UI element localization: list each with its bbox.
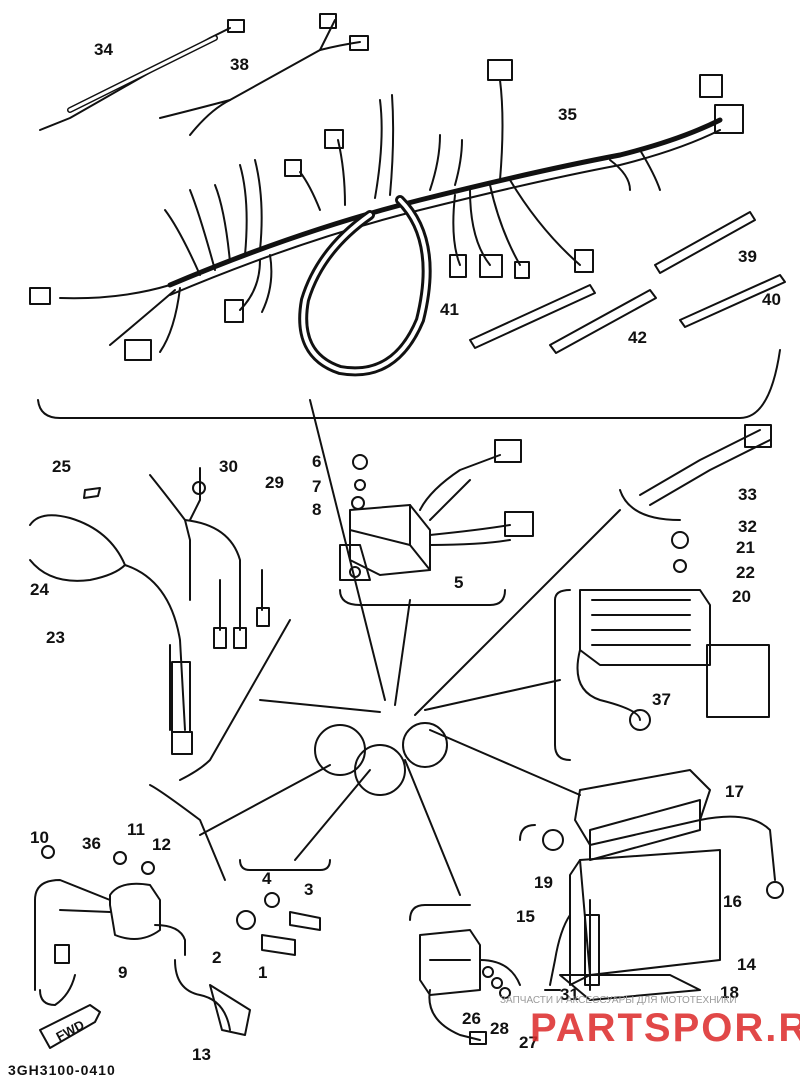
- lead-wire-34: [39, 19, 245, 131]
- cable-ties: [469, 211, 786, 354]
- battery-14: [519, 769, 784, 1001]
- callout-29: 29: [265, 473, 284, 492]
- callout-25: 25: [52, 457, 71, 476]
- callout-20: 20: [732, 587, 751, 606]
- igniter-unit-5: [339, 439, 534, 606]
- fwd-arrow: [39, 1004, 101, 1049]
- callout-13: 13: [192, 1045, 211, 1064]
- callout-19: 19: [534, 873, 553, 892]
- callout-2: 2: [212, 948, 221, 967]
- callout-16: 16: [723, 892, 742, 911]
- starter-relay-9: [34, 784, 251, 1036]
- callout-18: 18: [720, 983, 739, 1002]
- callout-labels: 34 38 35 39 41 40 42 25 30 29 6 7 8 5 33…: [30, 40, 781, 1064]
- callout-34: 34: [94, 40, 113, 59]
- callout-3: 3: [304, 880, 313, 899]
- sub-harness-29: [149, 467, 291, 781]
- starter-relay-26: [409, 904, 521, 1045]
- watermark-tagline: ЗАПЧАСТИ И АКСЕССУАРЫ ДЛЯ МОТОТЕХНИКИ: [500, 995, 737, 1006]
- callout-37: 37: [652, 690, 671, 709]
- callout-22: 22: [736, 563, 755, 582]
- callout-31: 31: [560, 985, 579, 1004]
- callout-17: 17: [725, 782, 744, 801]
- callout-4: 4: [262, 869, 272, 888]
- callout-42: 42: [628, 328, 647, 347]
- callout-36: 36: [82, 834, 101, 853]
- callout-39: 39: [738, 247, 757, 266]
- callout-10: 10: [30, 828, 49, 847]
- lead-wire-38: [159, 13, 369, 136]
- callout-12: 12: [152, 835, 171, 854]
- callout-11: 11: [127, 820, 145, 839]
- callout-23: 23: [46, 628, 65, 647]
- callout-6: 6: [312, 452, 321, 471]
- callout-27: 27: [519, 1033, 538, 1052]
- callout-38: 38: [230, 55, 249, 74]
- callout-26: 26: [462, 1009, 481, 1028]
- callout-30: 30: [219, 457, 238, 476]
- rectifier-regulator-20: [554, 531, 770, 761]
- callout-7: 7: [312, 477, 321, 496]
- switch-parts: [236, 859, 331, 956]
- callout-40: 40: [762, 290, 781, 309]
- wire-lead-33: [619, 424, 772, 521]
- callout-1: 1: [258, 963, 267, 982]
- center-hub: [199, 399, 621, 896]
- callout-5: 5: [454, 573, 463, 592]
- coupler-cover-23: [29, 487, 193, 755]
- callout-35: 35: [558, 105, 577, 124]
- callout-14: 14: [737, 955, 756, 974]
- callout-41: 41: [440, 300, 459, 319]
- callout-15: 15: [516, 907, 535, 926]
- watermark-brand: PARTSPOR.RU: [530, 1006, 800, 1050]
- callout-21: 21: [736, 538, 755, 557]
- callout-24: 24: [30, 580, 49, 599]
- callout-32: 32: [738, 517, 757, 536]
- callout-28: 28: [490, 1019, 509, 1038]
- diagram-part-code: 3GH3100-0410: [8, 1062, 116, 1078]
- wire-harness: [29, 59, 781, 419]
- callout-9: 9: [118, 963, 127, 982]
- callout-8: 8: [312, 500, 321, 519]
- callout-33: 33: [738, 485, 757, 504]
